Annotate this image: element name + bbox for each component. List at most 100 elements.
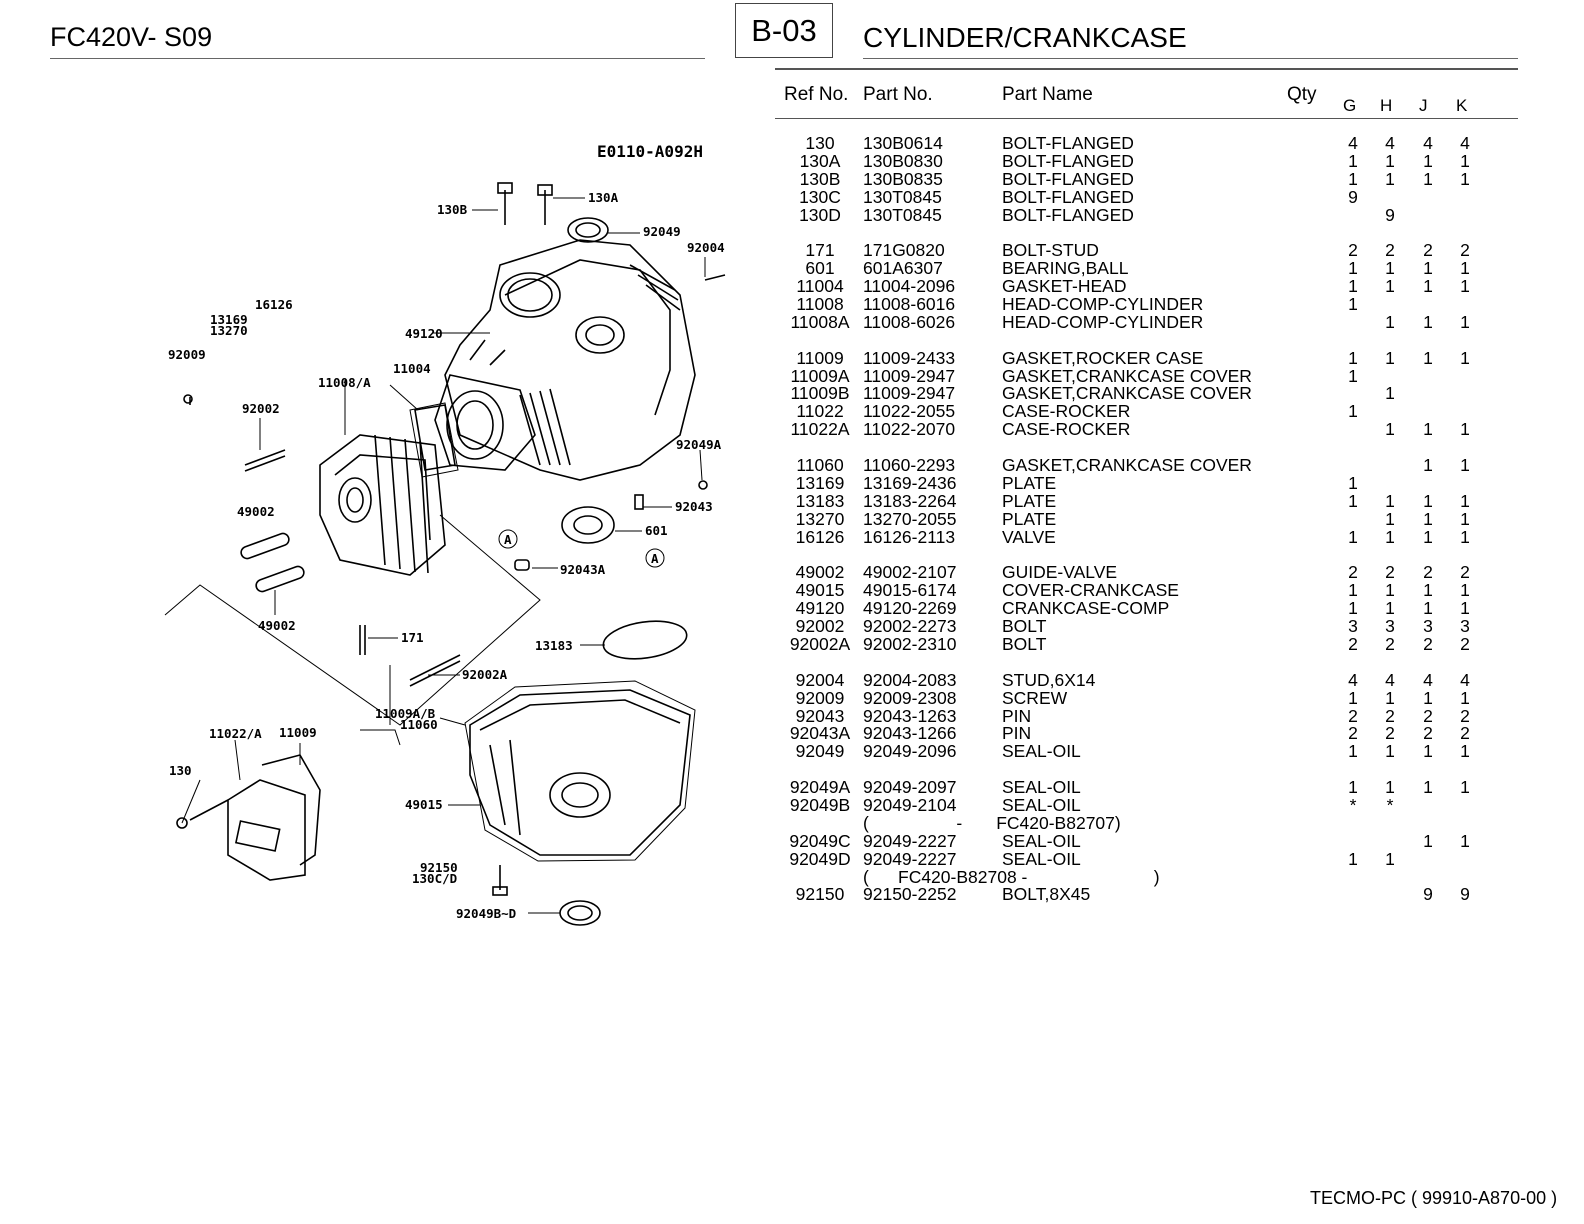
label-171: 171 [401,630,424,645]
ref-no: 11022 [796,401,844,422]
ref-no: 49120 [795,598,845,619]
crankcase-drawing [434,239,696,481]
part-name: PLATE [1002,508,1057,529]
label-92049a: 92049A [676,437,722,452]
qty-j: 1 [1423,276,1433,297]
header-rule-right [863,58,1518,59]
part-name: SEAL-OIL [1002,848,1081,869]
part-no: 11009-2947 [863,365,956,386]
part-no: 130T0845 [863,186,942,207]
qty-k: 2 [1460,705,1470,726]
ref-no: 11009A [790,365,850,386]
part-name: SEAL-OIL [1002,830,1081,851]
rocker-case-drawing [176,754,321,881]
part-no: 92049-2096 [863,741,957,762]
header-rule-left [50,58,705,59]
label-11009: 11009 [279,725,317,740]
qty-k: 1 [1460,168,1470,189]
qty-h: 1 [1385,258,1395,279]
part-name: GASKET,CRANKCASE COVER [1002,365,1252,386]
qty-g: 2 [1348,240,1358,261]
ref-no: 92150 [795,884,845,905]
col-header-qty: Qty [1287,84,1317,105]
part-no: 92049-2097 [863,777,957,798]
qty-j: 1 [1423,526,1433,547]
part-no: 49120-2269 [863,598,957,619]
part-no: 92009-2308 [863,687,957,708]
part-no: 13270-2055 [863,508,957,529]
part-name: BEARING,BALL [1002,258,1129,279]
qty-h: 1 [1385,687,1395,708]
qty-j: 1 [1423,347,1433,368]
qty-g: 4 [1348,669,1358,690]
qty-h: 2 [1385,723,1395,744]
part-name: STUD,6X14 [1002,669,1096,690]
qty-k: 4 [1460,133,1470,153]
part-no: 130T0845 [863,204,942,225]
label-49015: 49015 [405,797,443,812]
ref-no: 130 [805,133,835,153]
ref-no: 130A [799,150,841,171]
part-name: SEAL-OIL [1002,794,1081,815]
footer-doc-code: TECMO-PC ( 99910-A870-00 ) [1310,1188,1558,1208]
part-no: 92150-2252 [863,884,957,905]
cylinder-head-drawing [319,404,456,576]
qty-h: 9 [1385,204,1395,225]
qty-h: 1 [1385,347,1395,368]
qty-h: 4 [1385,133,1395,153]
part-name: GASKET,CRANKCASE COVER [1002,455,1252,476]
label-92002a: 92002A [462,667,508,682]
ref-no: 171 [805,240,835,261]
qty-j: 1 [1423,830,1433,851]
qty-k: 2 [1460,562,1470,583]
qty-h: 1 [1385,848,1395,869]
qty-j: 1 [1423,598,1433,619]
part-name: HEAD-COMP-CYLINDER [1002,294,1204,315]
label-13183: 13183 [535,638,573,653]
ref-no: 16126 [795,526,845,547]
ref-no: 13183 [795,490,845,511]
label-callout-a-2: A [651,551,659,566]
part-no: 16126-2113 [863,526,956,547]
label-601: 601 [645,523,668,538]
col-header-g: G [1343,96,1357,115]
gasket-head-drawing [409,402,459,478]
label-callout-a-1: A [504,532,512,547]
leader-lines [164,197,706,914]
qty-k: 1 [1460,508,1470,529]
qty-g: 9 [1348,186,1358,207]
ref-no: 92004 [795,669,845,690]
qty-k: 1 [1460,777,1470,798]
part-no: 11009-2433 [863,347,956,368]
qty-g: 2 [1348,705,1358,726]
part-name: CRANKCASE-COMP [1002,598,1170,619]
plate-13183-drawing [602,620,688,660]
label-11060: 11060 [400,717,438,732]
qty-g: 1 [1348,365,1358,386]
col-header-h: H [1380,96,1393,115]
qty-g: 1 [1348,777,1358,798]
label-92002: 92002 [242,401,280,416]
table-row-note: ( FC420-B82708 - ) [783,866,1503,887]
label-16126: 16126 [255,297,293,312]
part-name: PLATE [1002,472,1057,493]
col-header-ref: Ref No. [784,84,849,105]
part-no: 601A6307 [863,258,943,279]
part-no: 130B0614 [863,133,943,153]
ref-no: 13270 [795,508,845,529]
qty-g: 1 [1348,741,1358,762]
row-note: ( FC420-B82708 - ) [863,866,1160,887]
ref-no: 11004 [796,276,844,297]
qty-h: 1 [1385,490,1395,511]
